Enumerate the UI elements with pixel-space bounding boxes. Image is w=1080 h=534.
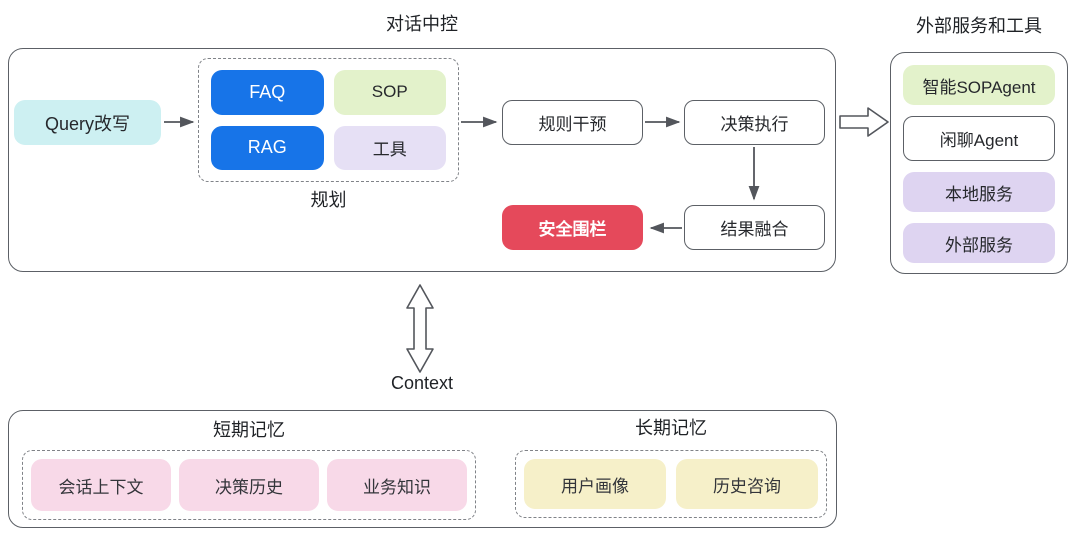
safety-guardrail-label: 安全围栏 (538, 220, 607, 239)
safety-guardrail-node[interactable]: 安全围栏 (502, 205, 643, 250)
planning-group-label: 规划 (310, 190, 347, 210)
smart-sop-agent-label: 智能SOPAgent (922, 77, 1036, 97)
query-rewrite-node[interactable]: Query改写 (14, 100, 161, 145)
result-fusion-label: 结果融合 (720, 220, 789, 239)
external-service-chitchat-agent[interactable]: 闲聊Agent (903, 116, 1055, 161)
external-service-local-services[interactable]: 本地服务 (903, 172, 1055, 212)
session-context-label: 会话上下文 (58, 477, 144, 497)
short-term-memory-group: 会话上下文 决策历史 业务知识 (22, 450, 476, 520)
memory-item-history-consultation[interactable]: 历史咨询 (676, 459, 818, 509)
external-service-external-services[interactable]: 外部服务 (903, 223, 1055, 263)
planning-item-faq[interactable]: FAQ (211, 70, 324, 115)
rule-intervention-node[interactable]: 规则干预 (502, 100, 643, 145)
external-services-title: 外部服务和工具 (916, 16, 1042, 36)
external-services-panel: 智能SOPAgent 闲聊Agent 本地服务 外部服务 (890, 52, 1068, 274)
short-term-memory-title: 短期记忆 (213, 420, 285, 440)
planning-item-faq-label: FAQ (249, 81, 286, 102)
planning-item-rag[interactable]: RAG (211, 125, 324, 170)
planning-item-sop[interactable]: SOP (333, 70, 446, 115)
local-services-label: 本地服务 (945, 184, 1013, 204)
query-rewrite-label: Query改写 (44, 113, 131, 134)
planning-item-rag-label: RAG (247, 137, 287, 158)
memory-item-session-context[interactable]: 会话上下文 (31, 459, 171, 511)
business-knowledge-label: 业务知识 (363, 477, 431, 497)
context-label: Context (390, 373, 454, 393)
planning-item-sop-label: SOP (371, 82, 408, 102)
decision-execution-label: 决策执行 (720, 115, 789, 134)
history-consultation-label: 历史咨询 (713, 476, 781, 496)
memory-item-decision-history[interactable]: 决策历史 (179, 459, 319, 511)
rule-intervention-label: 规则干预 (538, 115, 607, 134)
user-profile-label: 用户画像 (561, 476, 629, 496)
external-service-smart-sop-agent[interactable]: 智能SOPAgent (903, 65, 1055, 105)
long-term-memory-title: 长期记忆 (635, 418, 707, 438)
dialog-hub-title: 对话中控 (386, 14, 458, 34)
chitchat-agent-label: 闲聊Agent (939, 131, 1019, 150)
context-double-arrow-icon (406, 284, 434, 373)
planning-item-tools[interactable]: 工具 (333, 125, 446, 170)
memory-item-business-knowledge[interactable]: 业务知识 (327, 459, 467, 511)
external-services-label: 外部服务 (945, 235, 1013, 255)
planning-group: FAQ SOP RAG 工具 (198, 58, 459, 182)
hollow-arrow-to-external-icon (839, 107, 889, 137)
memory-item-user-profile[interactable]: 用户画像 (524, 459, 666, 509)
decision-history-label: 决策历史 (215, 477, 283, 497)
decision-execution-node[interactable]: 决策执行 (684, 100, 825, 145)
result-fusion-node[interactable]: 结果融合 (684, 205, 825, 250)
planning-item-tools-label: 工具 (372, 140, 407, 160)
long-term-memory-group: 用户画像 历史咨询 (515, 450, 827, 518)
